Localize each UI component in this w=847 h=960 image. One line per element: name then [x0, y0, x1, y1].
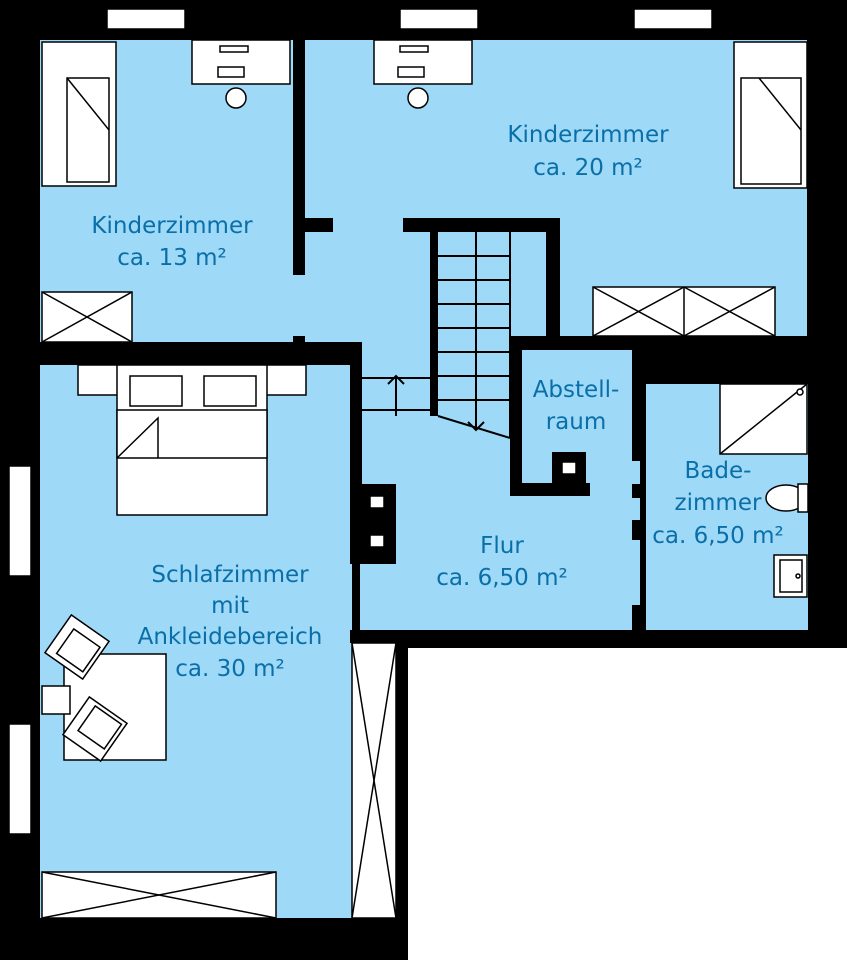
interior-walls [0, 40, 847, 960]
label-schlafzimmer-line2: mit [211, 593, 249, 619]
side-table [41, 685, 71, 715]
desk-small-laptop [217, 66, 245, 78]
stair-up-arrow-head [387, 374, 405, 385]
label-badezimmer-line1: Bade- [685, 458, 752, 484]
sink-basin [779, 559, 803, 593]
window-left-upper [8, 465, 32, 577]
staircase [362, 232, 511, 439]
armchair-lower-seat [76, 704, 123, 750]
chimneys [352, 452, 586, 564]
stair-down-arrow-head [467, 421, 485, 432]
label-schlafzimmer-area: ca. 30 m² [175, 656, 285, 682]
desk-large-lamp [399, 45, 429, 53]
label-abstellraum-line2: raum [546, 409, 607, 435]
shower-drain [796, 388, 804, 396]
toilet-tank [797, 483, 809, 513]
wall-flur-bottom [350, 630, 847, 643]
wall-door-stub [293, 336, 305, 346]
window-left-lower [8, 723, 32, 835]
wardrobe-small-x2 [41, 291, 133, 343]
wall-abstell-left [510, 336, 522, 496]
wall-nook-right [396, 630, 408, 960]
shower-x1 [719, 383, 808, 455]
label-kinderzimmer-large-name: Kinderzimmer [507, 122, 669, 148]
wardrobe-large-x2 [592, 286, 685, 337]
wall-schlaf-top [0, 342, 362, 365]
chair-small [225, 87, 247, 109]
label-schlafzimmer-line1: Schlafzimmer [151, 562, 309, 588]
wall-stair-right [546, 218, 560, 336]
wall-stair-head [403, 218, 553, 232]
label-badezimmer-area: ca. 6,50 m² [652, 523, 784, 549]
desk-small-lamp [219, 45, 249, 53]
chimney-abstell-flue [561, 461, 577, 475]
kinderzimmer-small-furniture [41, 39, 291, 343]
room-labels: Kinderzimmer ca. 13 m² Kinderzimmer ca. … [91, 122, 783, 682]
wall-bad-left-tail [632, 605, 646, 630]
wall-abstell-frame-top [510, 336, 847, 350]
window-top-left [106, 8, 186, 30]
wardrobe-schlaf-right-x2 [351, 642, 397, 919]
wall-bad-left-bottom [632, 520, 646, 540]
wall-bad-top [632, 350, 847, 384]
wall-between-kinderzimmer-stub [305, 218, 333, 232]
label-kinderzimmer-large-area: ca. 20 m² [533, 155, 643, 181]
armchair-upper-seat [55, 627, 102, 673]
label-flur-name: Flur [480, 533, 524, 559]
chair-large [407, 87, 429, 109]
chimney-flue-1 [369, 495, 385, 509]
windows [8, 8, 713, 835]
wall-schlaf-bottom [0, 918, 408, 960]
wall-bad-left-lower [632, 484, 646, 498]
desk-large-laptop [397, 66, 425, 78]
bed-large-blanket [740, 77, 802, 185]
chimney-flue-2 [369, 534, 385, 548]
bed-large-fold [758, 77, 802, 131]
window-top-middle [399, 8, 479, 30]
label-kinderzimmer-small-name: Kinderzimmer [91, 213, 253, 239]
bed-blanket-fold [116, 416, 159, 459]
nightstand-left [77, 364, 119, 396]
pillow-left [129, 375, 183, 407]
kinderzimmer-large-furniture [373, 39, 808, 337]
window-top-right [633, 8, 713, 30]
label-kinderzimmer-small-area: ca. 13 m² [117, 245, 227, 271]
label-flur-area: ca. 6,50 m² [436, 565, 568, 591]
bed-small-blanket [66, 77, 110, 183]
bed-small-fold [66, 77, 110, 131]
wardrobe-schlaf-bottom-x2 [41, 871, 277, 919]
sink-tap [795, 573, 801, 579]
pillow-right [203, 375, 257, 407]
schlafzimmer-furniture [41, 364, 397, 919]
bed-blanket [116, 409, 268, 459]
badezimmer-fixtures [719, 383, 809, 598]
label-abstellraum-line1: Abstell- [533, 377, 620, 403]
label-schlafzimmer-line3: Ankleidebereich [138, 624, 323, 650]
wall-between-kinderzimmer-top [293, 40, 305, 275]
wardrobe-large-x4 [683, 286, 776, 337]
wall-stair-left [430, 218, 438, 416]
nightstand-right [265, 364, 307, 396]
label-badezimmer-line2: zimmer [675, 490, 762, 516]
